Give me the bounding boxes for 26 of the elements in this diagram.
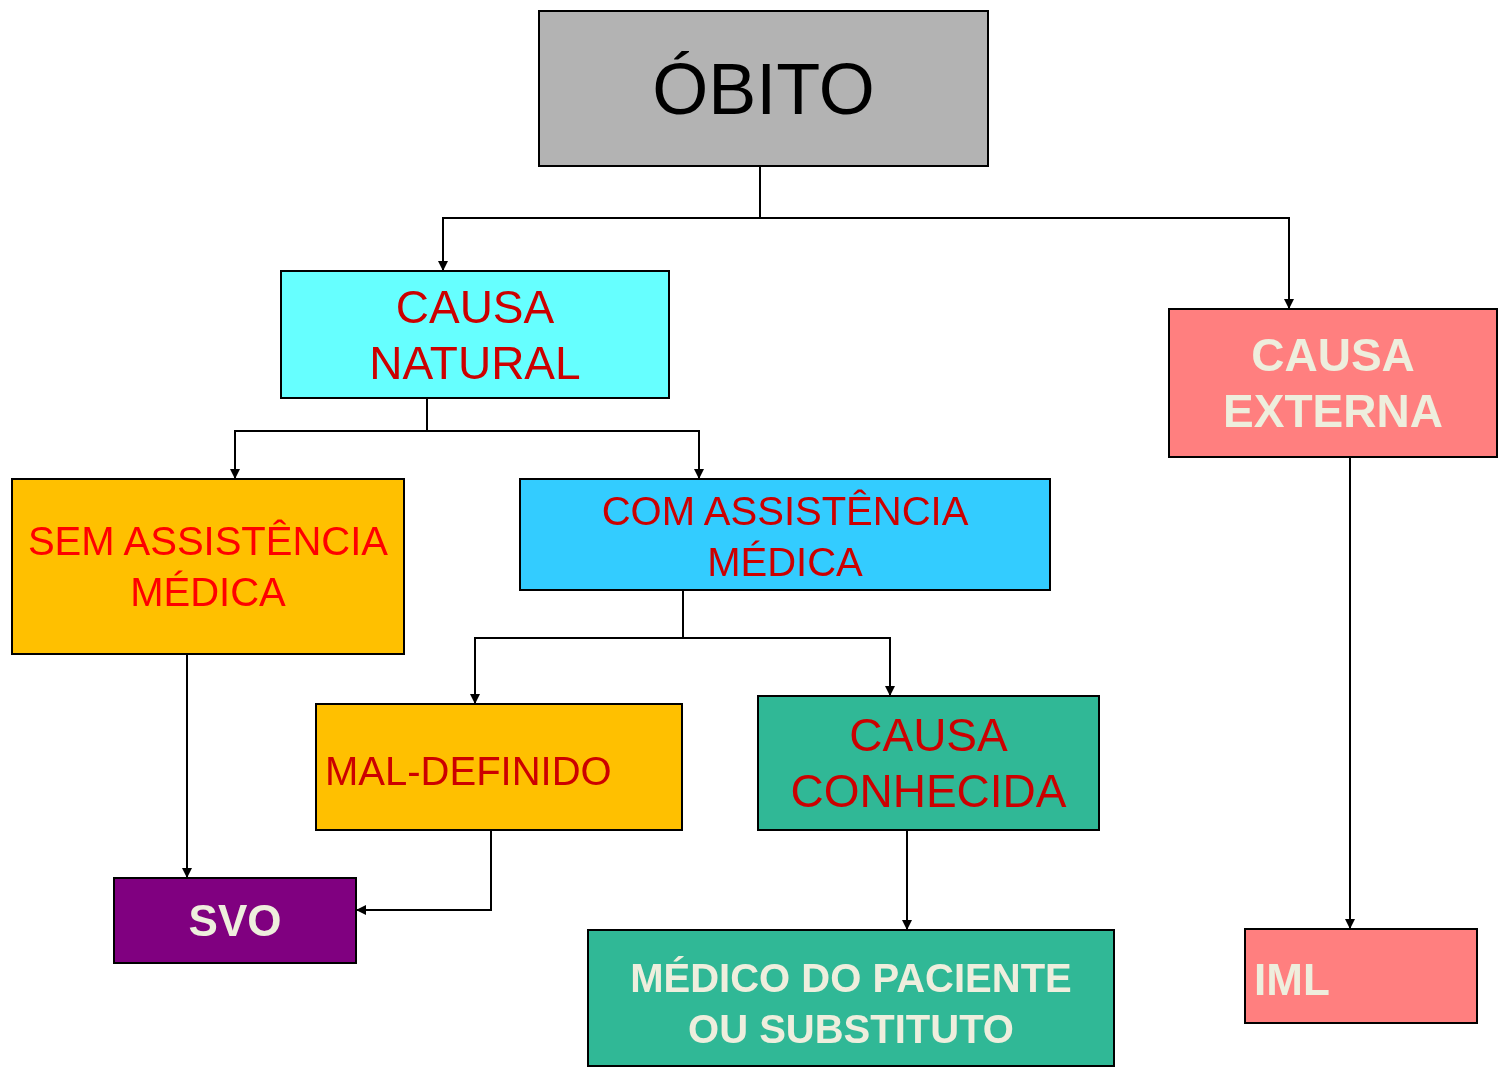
- arrow: [902, 830, 912, 930]
- box-label: ÓBITO: [651, 47, 876, 131]
- box-label: COM ASSISTÊNCIA MÉDICA: [600, 487, 970, 586]
- box-label: SEM ASSISTÊNCIA MÉDICA: [26, 517, 390, 616]
- category-box: [1168, 308, 1498, 458]
- box-label: MAL-DEFINIDO: [324, 747, 613, 795]
- category-box: [280, 270, 670, 399]
- arrow: [356, 830, 492, 915]
- box-label: CAUSA CONHECIDA: [789, 708, 1068, 819]
- arrow: [682, 590, 895, 696]
- destination-box: [1244, 928, 1478, 1024]
- box-label: IML: [1253, 954, 1331, 1006]
- arrow: [1345, 457, 1355, 929]
- process-box: [315, 703, 683, 831]
- process-box: [11, 478, 405, 655]
- arrow: [426, 398, 704, 479]
- box-label: MÉDICO DO PACIENTE OU SUBSTITUTO: [629, 955, 1073, 1053]
- process-box: [519, 478, 1051, 591]
- destination-box: [587, 929, 1115, 1067]
- destination-box: [113, 877, 357, 964]
- box-label: SVO: [187, 894, 283, 947]
- arrow: [182, 654, 192, 878]
- title-box: [538, 10, 989, 167]
- box-label: CAUSA NATURAL: [368, 279, 582, 391]
- box-label: CAUSA EXTERNA: [1222, 328, 1444, 439]
- process-box: [757, 695, 1100, 831]
